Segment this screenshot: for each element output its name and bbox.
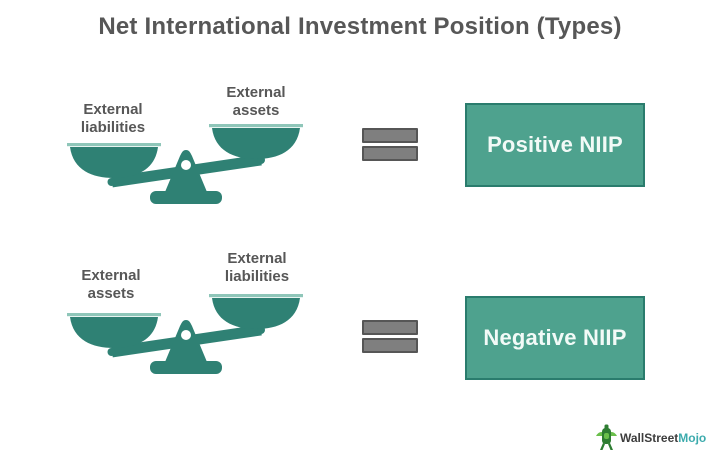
left-pan-label-line2: liabilities: [80, 119, 146, 136]
equals-bar-top: [362, 128, 418, 143]
logo-brand-text: WallStreet: [620, 430, 679, 445]
equals-icon: [362, 320, 418, 353]
left-pan-label: External assets: [81, 267, 140, 303]
equals-bar-bottom: [362, 146, 418, 161]
balance-scale-icon: [67, 124, 303, 204]
wallstreetmojo-wordmark: WallStreetMojo: [620, 431, 706, 445]
right-pan-label-line2: liabilities: [224, 268, 290, 285]
result-box-negative: Negative NIIP: [465, 296, 645, 380]
equals-icon: [362, 128, 418, 161]
logo-suffix-text: Mojo: [678, 430, 707, 445]
wallstreetmojo-logo: WallStreetMojo: [596, 424, 706, 451]
right-pan-label: External liabilities: [225, 250, 289, 286]
right-pan-label-line1: External: [226, 84, 286, 101]
right-pan-label-line1: External: [227, 250, 287, 267]
wallstreetmojo-bull-icon: [596, 424, 617, 450]
page-title: Net International Investment Position (T…: [98, 13, 622, 40]
result-box-positive: Positive NIIP: [465, 103, 645, 187]
left-pan-label-line1: External: [83, 101, 143, 118]
left-pan-label: External liabilities: [81, 101, 145, 137]
equals-bar-bottom: [362, 338, 418, 353]
equals-bar-top: [362, 320, 418, 335]
right-pan-label: External assets: [226, 84, 285, 120]
left-pan-label-line1: External: [81, 267, 141, 284]
left-pan-label-line2: assets: [87, 285, 135, 302]
balance-scale-icon: [67, 294, 303, 374]
right-pan-label-line2: assets: [232, 102, 280, 119]
